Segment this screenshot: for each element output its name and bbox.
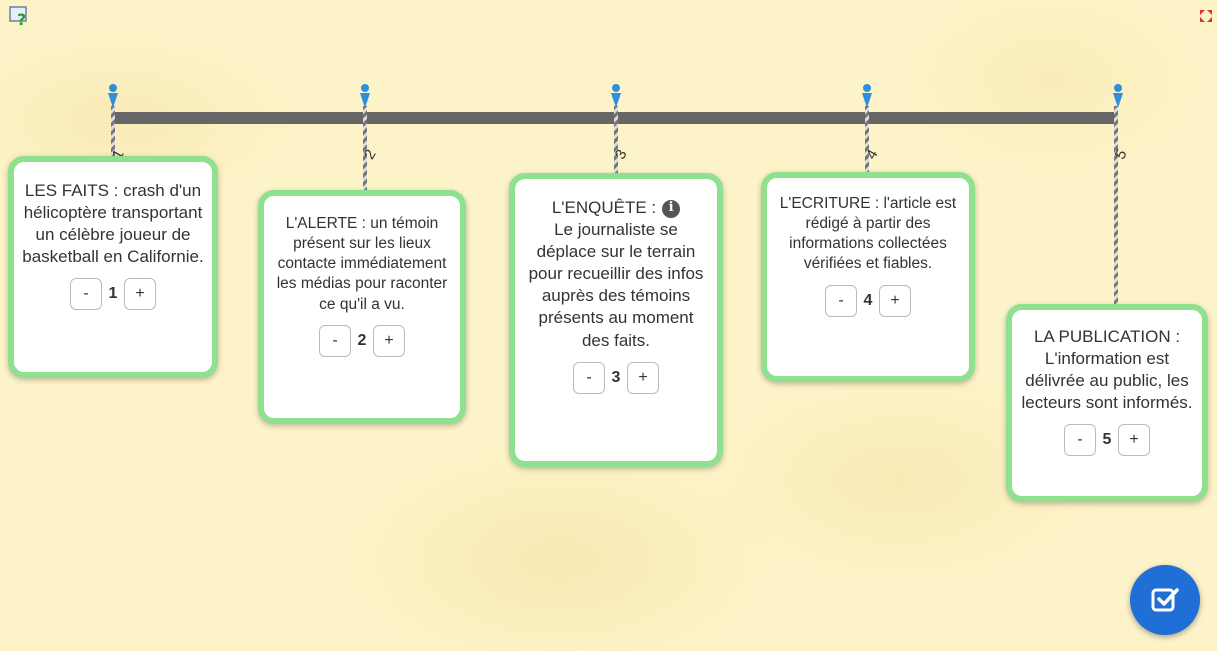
order-value: 2 xyxy=(357,331,367,349)
card-title: L'ENQUÊTE : xyxy=(551,198,657,217)
increment-button[interactable]: + xyxy=(879,284,911,317)
timeline-card-4[interactable]: L'ECRITURE : l'article est rédigé à part… xyxy=(761,172,975,382)
increment-button[interactable]: + xyxy=(627,361,659,394)
card-body: Le journaliste se déplace sur le terrain… xyxy=(528,220,704,350)
increment-button[interactable]: + xyxy=(373,324,405,357)
timeline-card-5[interactable]: LA PUBLICATION : L'information est déliv… xyxy=(1006,304,1208,502)
increment-button[interactable]: + xyxy=(124,278,156,311)
order-value: 1 xyxy=(108,285,118,303)
rope xyxy=(865,106,869,176)
card-text: L'ALERTE : un témoin présent sur les lie… xyxy=(276,215,448,313)
decrement-button[interactable]: - xyxy=(319,324,351,357)
pin-icon xyxy=(1113,84,1123,108)
order-value: 4 xyxy=(863,291,873,309)
timeline-card-2[interactable]: L'ALERTE : un témoin présent sur les lie… xyxy=(258,190,466,424)
help-icon[interactable]: ? xyxy=(8,5,30,27)
svg-text:?: ? xyxy=(17,10,26,27)
timeline-card-3[interactable]: L'ENQUÊTE : i Le journaliste se déplace s… xyxy=(509,173,723,467)
order-value: 5 xyxy=(1102,431,1112,449)
order-stepper: - 3 + xyxy=(573,361,659,394)
info-icon[interactable]: i xyxy=(662,199,681,218)
pin-icon xyxy=(108,84,118,108)
order-stepper: - 1 + xyxy=(70,278,156,311)
rope xyxy=(614,106,618,178)
timeline-card-1[interactable]: LES FAITS : crash d'un hélicoptère trans… xyxy=(8,156,218,378)
pin-icon xyxy=(862,84,872,108)
fullscreen-icon[interactable] xyxy=(1200,10,1212,22)
rope xyxy=(363,106,367,190)
card-text: L'ECRITURE : l'article est rédigé à part… xyxy=(779,195,957,273)
decrement-button[interactable]: - xyxy=(70,278,102,311)
pin-icon xyxy=(611,84,621,108)
order-value: 3 xyxy=(611,368,621,386)
card-text: LA PUBLICATION : L'information est déliv… xyxy=(1021,327,1193,413)
order-stepper: - 2 + xyxy=(319,324,405,357)
increment-button[interactable]: + xyxy=(1118,424,1150,457)
rope xyxy=(1114,106,1118,308)
check-icon xyxy=(1151,588,1179,612)
decrement-button[interactable]: - xyxy=(573,361,605,394)
card-text: L'ENQUÊTE : i Le journaliste se déplace s… xyxy=(515,197,717,352)
order-stepper: - 5 + xyxy=(1064,424,1150,457)
rope xyxy=(111,106,115,158)
pin-icon xyxy=(360,84,370,108)
decrement-button[interactable]: - xyxy=(825,284,857,317)
card-text: LES FAITS : crash d'un hélicoptère trans… xyxy=(22,181,204,267)
check-button[interactable] xyxy=(1130,565,1200,635)
decrement-button[interactable]: - xyxy=(1064,424,1096,457)
order-stepper: - 4 + xyxy=(825,284,911,317)
